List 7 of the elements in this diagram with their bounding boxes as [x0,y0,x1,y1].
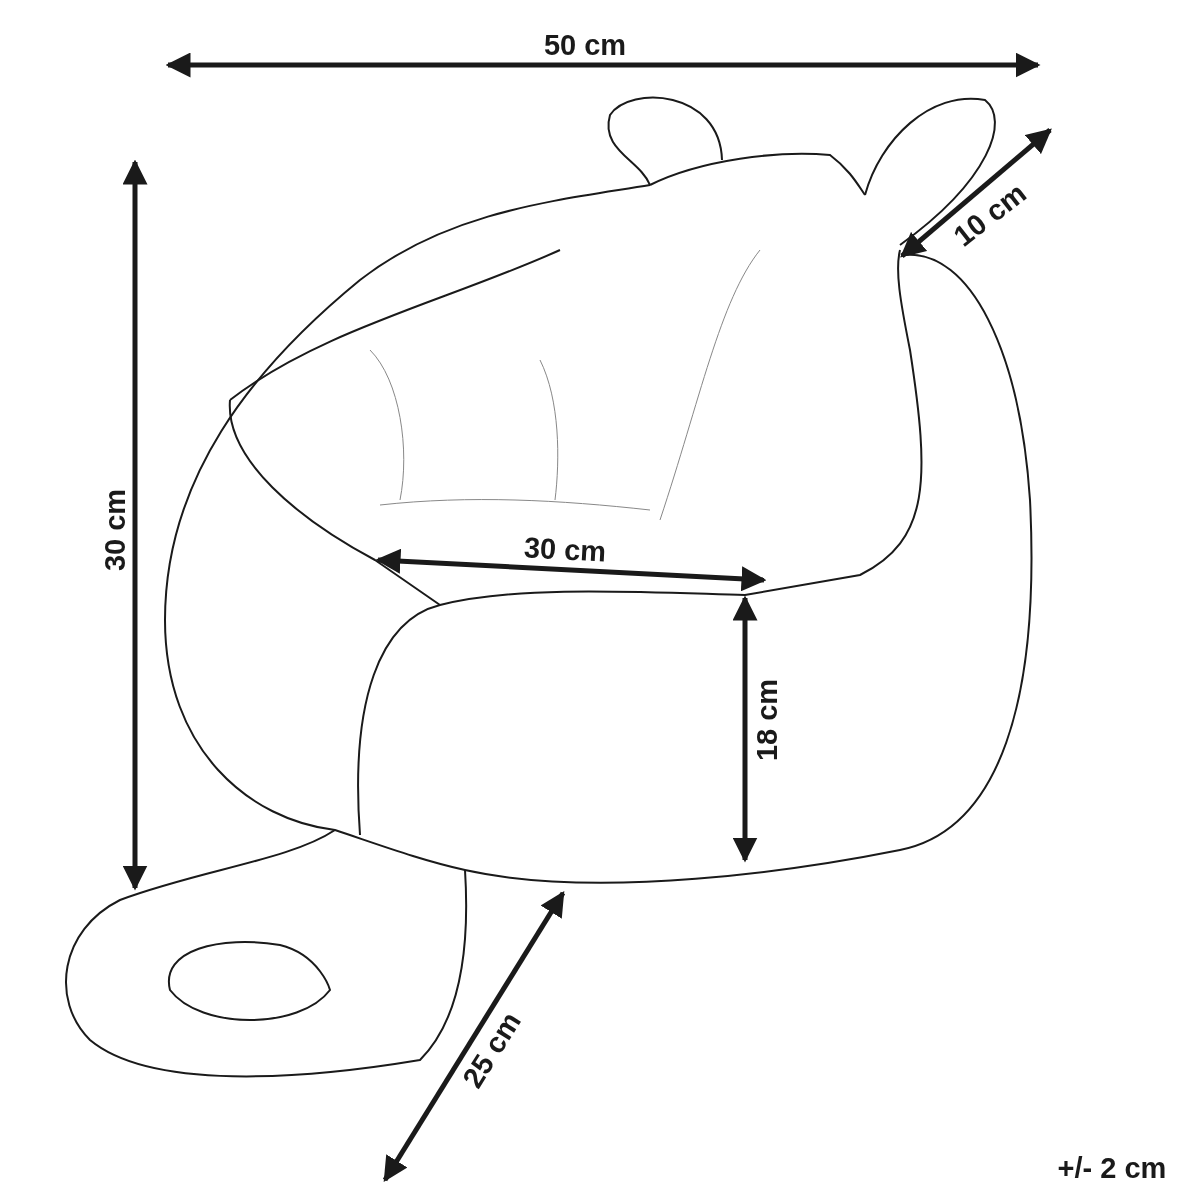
dimension-label: 50 cm [543,30,627,60]
tolerance-note: +/- 2 cm [1057,1153,1167,1183]
dimension-label: 30 cm [100,488,130,572]
dimension-label: 18 cm [752,678,782,762]
dimension-label: 30 cm [523,533,607,567]
dimension-label: 10 cm [948,178,1032,252]
dimension-label: 25 cm [457,1007,527,1093]
